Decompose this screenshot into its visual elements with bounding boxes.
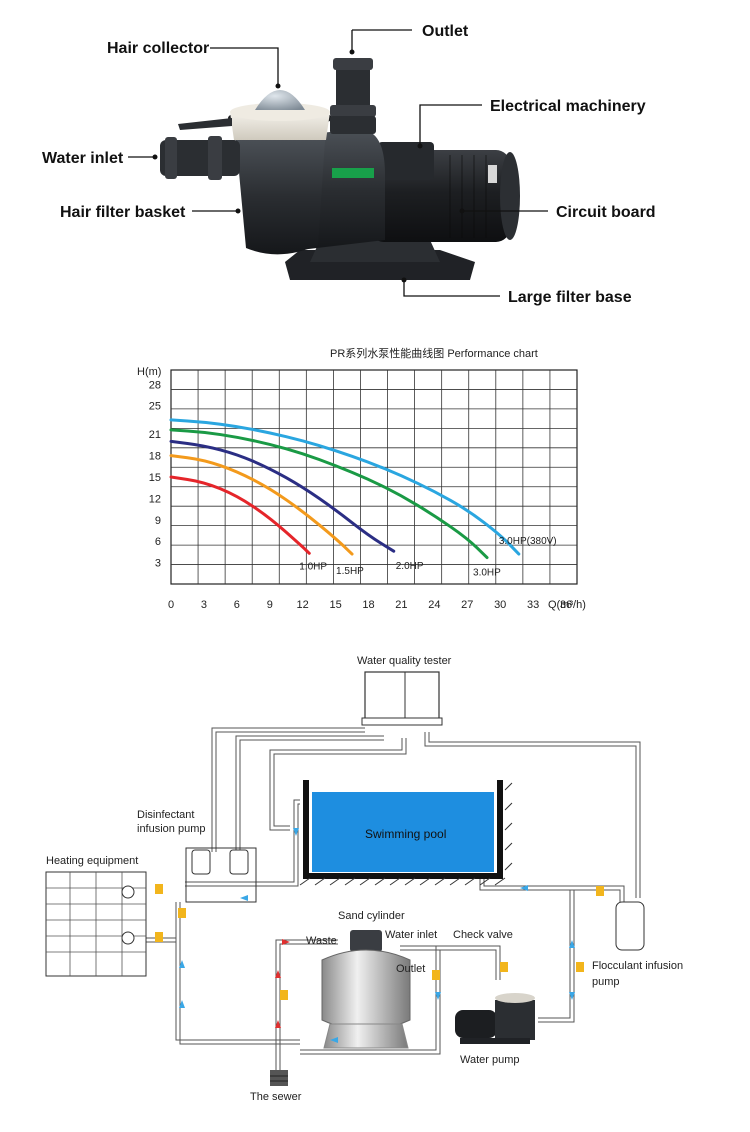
heating-equipment	[45, 871, 147, 977]
label-outlet: Outlet	[396, 963, 425, 975]
x-tick-label: 6	[234, 599, 240, 611]
y-tick-label: 15	[149, 472, 161, 484]
y-tick-label: 9	[155, 515, 161, 527]
series-label-2-0hp: 2.0HP	[396, 561, 424, 572]
sand-cylinder	[321, 930, 411, 1049]
chart-title: PR系列水泵性能曲线图 Performance chart	[330, 346, 538, 360]
label-sand-cylinder: Sand cylinder	[338, 910, 405, 922]
pump-body	[160, 58, 520, 280]
pump-leaders	[128, 29, 548, 297]
pipes	[146, 727, 641, 1070]
valve-pool-right	[596, 886, 604, 896]
swimming-pool	[299, 780, 513, 886]
y-axis-label: H(m)	[137, 366, 161, 378]
label-outlet: Outlet	[422, 23, 469, 40]
water-quality-tester	[361, 671, 443, 726]
label-water-inlet: Water inlet	[42, 150, 124, 167]
water-pump	[455, 993, 535, 1044]
y-tick-label: 6	[155, 536, 161, 548]
y-tick-label: 3	[155, 558, 161, 570]
label-hair-filter-basket: Hair filter basket	[60, 204, 186, 221]
label-hair-collector: Hair collector	[107, 40, 209, 57]
chart-series	[169, 418, 521, 560]
series-line-1-5hp	[169, 454, 354, 556]
series-line-2-0hp	[169, 439, 396, 553]
valve-heating-top	[155, 884, 163, 894]
valves	[155, 884, 604, 1000]
label-water-quality-tester: Water quality tester	[357, 655, 452, 667]
flocculant-pump	[615, 901, 645, 951]
label-water-inlet: Water inlet	[385, 929, 437, 941]
label-check-valve: Check valve	[453, 929, 513, 941]
x-tick-label: 36	[560, 599, 572, 611]
x-tick-label: 30	[494, 599, 506, 611]
label-disinfectant-pump-line2: infusion pump	[137, 823, 206, 835]
disinfectant-pump	[185, 847, 257, 903]
x-tick-label: 21	[395, 599, 407, 611]
x-tick-label: 9	[267, 599, 273, 611]
y-tick-label: 28	[149, 379, 161, 391]
pool-system-diagram: Water quality tester	[45, 655, 686, 1103]
label-waste: Waste	[306, 935, 337, 947]
valve-heating-side	[178, 908, 186, 918]
label-the-sewer: The sewer	[250, 1091, 302, 1103]
x-tick-label: 12	[297, 599, 309, 611]
chart-grid	[170, 369, 578, 585]
the-sewer	[270, 1070, 288, 1086]
valve-heating-bottom	[155, 932, 163, 942]
valve-flocculant	[576, 962, 584, 972]
series-line-3-0hp	[169, 428, 489, 560]
x-tick-label: 0	[168, 599, 174, 611]
series-label-3-0hp: 3.0HP	[473, 568, 501, 579]
y-tick-label: 25	[149, 401, 161, 413]
label-circuit-board: Circuit board	[556, 204, 656, 221]
label-flocculant-pump-line1: Flocculant infusion	[592, 960, 683, 972]
label-heating-equipment: Heating equipment	[46, 855, 138, 867]
x-tick-label: 15	[329, 599, 341, 611]
series-line-3-0hp-380v-	[169, 418, 521, 556]
label-disinfectant-pump-line1: Disinfectant	[137, 809, 194, 821]
x-tick-label: 3	[201, 599, 207, 611]
x-tick-label: 24	[428, 599, 440, 611]
x-tick-label: 33	[527, 599, 539, 611]
x-tick-label: 27	[461, 599, 473, 611]
label-disinfectant-pump: Disinfectant infusion pump	[137, 809, 206, 835]
y-tick-label: 21	[149, 429, 161, 441]
series-label-1-5hp: 1.5HP	[336, 566, 364, 577]
valve-check	[500, 962, 508, 972]
series-label-3-0hp-380v-: 3.0HP(380V)	[499, 536, 557, 547]
label-flocculant-pump: Flocculant infusion pump	[592, 960, 686, 988]
valve-waste	[280, 990, 288, 1000]
label-large-filter-base: Large filter base	[508, 289, 632, 306]
chart-series-labels: 1.0HP 1.5HP 2.0HP 3.0HP 3.0HP(380V)	[299, 536, 556, 579]
series-line-1-0hp	[169, 475, 311, 555]
performance-chart: PR系列水泵性能曲线图 Performance chart H(m) Q(m³/…	[137, 346, 586, 611]
label-electrical-machinery: Electrical machinery	[490, 98, 646, 115]
waste-arrows	[275, 939, 290, 1028]
x-axis-label: Q(m³/h)	[548, 599, 586, 611]
y-tick-label: 18	[149, 451, 161, 463]
valve-outlet	[432, 970, 440, 980]
x-tick-label: 18	[362, 599, 374, 611]
label-swimming-pool: Swimming pool	[365, 827, 446, 841]
flow-arrows	[179, 828, 575, 1043]
label-flocculant-pump-line2: pump	[592, 976, 620, 988]
label-water-pump: Water pump	[460, 1054, 520, 1066]
y-tick-label: 12	[149, 493, 161, 505]
pump-illustration: Hair collector Outlet Electrical machine…	[42, 23, 656, 306]
series-label-1-0hp: 1.0HP	[299, 561, 327, 572]
